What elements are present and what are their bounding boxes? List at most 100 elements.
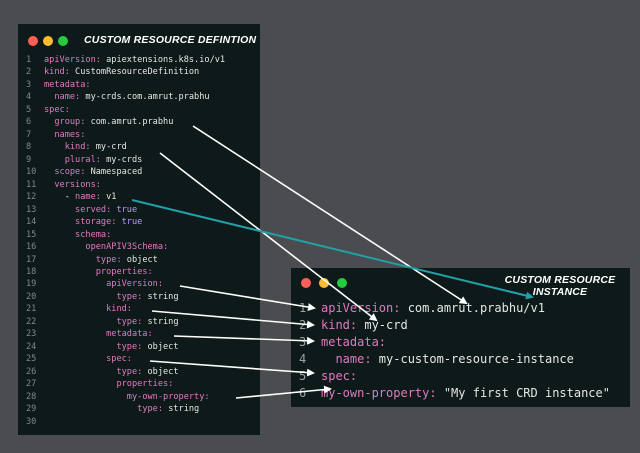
code-indent [44, 304, 106, 314]
crd-code-line: 21 kind: [22, 303, 225, 315]
crd-code-line: 15 schema: [22, 229, 225, 241]
line-number: 23 [26, 329, 37, 340]
crd-code-line: 17 type: object [22, 254, 225, 266]
yaml-value: true [111, 204, 138, 215]
line-number: 4 [26, 92, 32, 103]
yaml-key: properties: [116, 379, 174, 390]
instance-code-line: 6 my-own-property: "My first CRD instance… [297, 385, 610, 402]
line-number: 29 [26, 404, 37, 415]
code-indent [44, 392, 127, 402]
yaml-key: type: [116, 366, 143, 377]
code-indent [44, 242, 85, 252]
yaml-value: true [116, 217, 143, 228]
yaml-key: apiVersion: [106, 279, 164, 290]
crd-code-line: 4 name: my-crds.com.amrut.prabhu [22, 91, 225, 103]
yaml-value: my-crds.com.amrut.prabhu [80, 92, 210, 103]
close-dot-icon [28, 36, 38, 46]
yaml-value: my-crds [100, 154, 143, 165]
crd-code-line: 6 group: com.amrut.prabhu [22, 116, 225, 128]
line-number: 2 [299, 318, 307, 332]
code-indent [44, 92, 54, 102]
yaml-value: object [142, 366, 179, 377]
crd-code-line: 29 type: string [22, 403, 225, 415]
code-indent [44, 167, 54, 177]
line-number: 12 [26, 192, 37, 203]
yaml-key: apiVersion: [321, 301, 401, 315]
line-number: 30 [26, 416, 37, 427]
crd-code-line: 7 names: [22, 129, 225, 141]
code-indent [44, 230, 75, 240]
line-number: 8 [26, 142, 32, 153]
line-number: 4 [299, 352, 307, 366]
code-indent [44, 142, 65, 152]
crd-code-line: 22 type: string [22, 316, 225, 328]
yaml-value: my-crd [90, 142, 127, 153]
line-number: 3 [299, 335, 307, 349]
line-number: 14 [26, 217, 37, 228]
line-number: 27 [26, 379, 37, 390]
yaml-key: apiVersion: [44, 55, 101, 65]
line-number: 9 [26, 154, 32, 165]
code-indent [44, 205, 75, 215]
crd-code-line: 24 type: object [22, 341, 225, 353]
line-number: 6 [299, 386, 307, 400]
code-indent [44, 267, 96, 277]
code-indent [44, 155, 65, 165]
crd-window-title: CUSTOM RESOURCE DEFINTION [84, 34, 257, 46]
line-number: 3 [26, 79, 32, 90]
close-dot-icon [301, 278, 311, 288]
line-number: 5 [26, 104, 32, 115]
yaml-key: kind: [106, 304, 132, 315]
maximize-dot-icon [337, 278, 347, 288]
instance-title-line2: INSTANCE [532, 286, 588, 298]
crd-code-line: 12 - name: v1 [22, 191, 225, 203]
crd-code-line: 30 [22, 416, 225, 428]
line-number: 28 [26, 391, 37, 402]
line-number: 5 [299, 369, 307, 383]
crd-code-line: 23 metadata: [22, 328, 225, 340]
yaml-key: served: [75, 204, 112, 215]
line-number: 24 [26, 341, 37, 352]
yaml-key: type: [137, 404, 164, 415]
instance-window-title: CUSTOM RESOURCE INSTANCE [500, 274, 620, 298]
crd-code-line: 13 served: true [22, 204, 225, 216]
line-number: 21 [26, 304, 37, 315]
crd-code-line: 3 metadata: [22, 79, 225, 91]
crd-code-line: 11 versions: [22, 179, 225, 191]
line-number: 1 [299, 301, 307, 315]
crd-code-line: 16 openAPIV3Schema: [22, 241, 225, 253]
yaml-key: group: [54, 117, 86, 128]
yaml-key: kind: [44, 67, 70, 78]
yaml-value: object [142, 341, 179, 352]
crd-code-line: 20 type: string [22, 291, 225, 303]
line-number: 11 [26, 179, 37, 190]
yaml-key: plural: [64, 154, 101, 165]
code-indent: - [44, 192, 76, 203]
yaml-key: my-own-property: [321, 386, 437, 400]
line-number: 26 [26, 366, 37, 377]
line-number: 6 [26, 117, 32, 128]
crd-code-line: 26 type: object [22, 366, 225, 378]
line-number: 16 [26, 242, 37, 253]
yaml-value: "My first CRD instance" [436, 386, 610, 400]
yaml-key: type: [116, 316, 143, 327]
yaml-key: kind: [321, 318, 358, 332]
code-indent [44, 342, 116, 352]
minimize-dot-icon [319, 278, 329, 288]
yaml-key: spec: [106, 354, 132, 365]
yaml-key: metadata: [44, 79, 91, 90]
line-number: 20 [26, 291, 37, 302]
yaml-value: string [163, 404, 200, 415]
code-indent [44, 180, 54, 190]
yaml-key: name: [54, 92, 81, 103]
crd-code-line: 18 properties: [22, 266, 225, 278]
yaml-value: my-crd [357, 318, 408, 332]
